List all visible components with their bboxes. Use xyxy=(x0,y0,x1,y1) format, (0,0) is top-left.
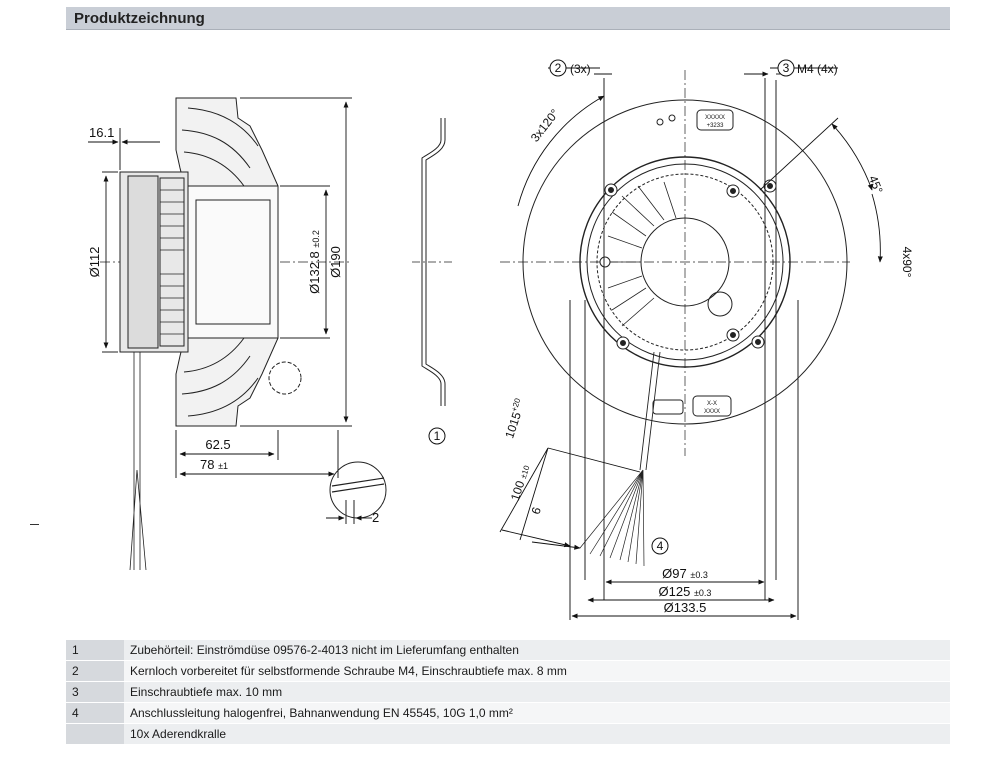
label-4x90: 4x90° xyxy=(900,247,914,278)
callout-2: 2 xyxy=(549,59,567,77)
dim-d132-tol: ±0.2 xyxy=(311,230,321,247)
svg-text:2: 2 xyxy=(555,61,562,75)
note-number xyxy=(66,723,124,745)
note-text: Anschlussleitung halogenfrei, Bahnanwend… xyxy=(124,702,950,724)
label-45: 45° xyxy=(866,173,886,195)
svg-text:100 ±10: 100 ±10 xyxy=(508,463,533,503)
note-number: 3 xyxy=(66,681,124,703)
label-6: 6 xyxy=(529,505,544,516)
label-m4: M4 (4x) xyxy=(797,62,838,76)
plate-bottom-2: XXXX xyxy=(704,409,720,415)
note-text: Zubehörteil: Einströmdüse 09576-2-4013 n… xyxy=(124,640,950,661)
side-view xyxy=(100,97,387,571)
front-view xyxy=(500,70,850,620)
svg-text:78 ±1: 78 ±1 xyxy=(200,457,228,472)
table-row: 10x Aderendkralle xyxy=(66,723,950,745)
inlet-nozzle-profile xyxy=(412,118,452,406)
callout-4: 4 xyxy=(651,537,669,555)
dim-d125: Ø125 xyxy=(659,584,691,599)
label-100: 100 xyxy=(508,479,528,503)
note-text: 10x Aderendkralle xyxy=(124,723,950,745)
svg-text:Ø97 ±0.3: Ø97 ±0.3 xyxy=(662,566,708,581)
svg-text:1015+20: 1015+20 xyxy=(501,397,528,440)
note-number: 2 xyxy=(66,660,124,682)
label-3x120: 3x120° xyxy=(528,106,562,144)
table-row: 3 Einschraubtiefe max. 10 mm xyxy=(66,681,950,703)
dim-d112: Ø112 xyxy=(87,247,102,278)
product-drawing: 16.1 Ø112 Ø132.8 ±0.2 Ø190 62.5 78 ±1 2 … xyxy=(87,59,914,620)
note-number: 4 xyxy=(66,702,124,724)
label-100-tol: ±10 xyxy=(519,464,532,480)
table-row: 4 Anschlussleitung halogenfrei, Bahnanwe… xyxy=(66,702,950,724)
table-row: 1 Zubehörteil: Einströmdüse 09576-2-4013… xyxy=(66,640,950,661)
dim-62-5: 62.5 xyxy=(205,437,230,452)
dim-d132: Ø132.8 xyxy=(307,251,322,294)
dim-d97-tol: ±0.3 xyxy=(690,570,707,580)
dim-d190: Ø190 xyxy=(328,246,343,278)
svg-text:4: 4 xyxy=(657,539,664,553)
section-header: Produktzeichnung xyxy=(66,7,950,30)
dim-78: 78 xyxy=(200,457,214,472)
table-row: 2 Kernloch vorbereitet für selbstformend… xyxy=(66,660,950,682)
label-1015-tol: +20 xyxy=(510,397,523,413)
dim-78-tol: ±1 xyxy=(218,461,228,471)
dim-d125-tol: ±0.3 xyxy=(694,588,711,598)
plate-top-2: +3233 xyxy=(707,123,725,129)
dim-16-1: 16.1 xyxy=(89,125,114,140)
label-3x: (3x) xyxy=(570,62,591,76)
svg-text:3: 3 xyxy=(783,61,790,75)
section-title: Produktzeichnung xyxy=(74,10,205,27)
plate-top-1: XXXXX xyxy=(705,115,725,121)
note-text: Einschraubtiefe max. 10 mm xyxy=(124,681,950,703)
callout-1: 1 xyxy=(428,427,446,445)
dim-d133-5: Ø133.5 xyxy=(664,600,707,615)
notes-table: 1 Zubehörteil: Einströmdüse 09576-2-4013… xyxy=(66,640,950,745)
dim-2: 2 xyxy=(372,510,379,525)
margin-mark xyxy=(30,524,39,525)
note-text: Kernloch vorbereitet für selbstformende … xyxy=(124,660,950,682)
svg-text:Ø125 ±0.3: Ø125 ±0.3 xyxy=(659,584,712,599)
svg-text:1: 1 xyxy=(434,429,441,443)
dim-d97: Ø97 xyxy=(662,566,687,581)
svg-text:Ø132.8 ±0.2: Ø132.8 ±0.2 xyxy=(307,230,322,294)
note-number: 1 xyxy=(66,640,124,661)
plate-bottom-1: X-X xyxy=(707,401,717,407)
callout-3: 3 xyxy=(777,59,795,77)
label-1015: 1015 xyxy=(502,410,524,440)
